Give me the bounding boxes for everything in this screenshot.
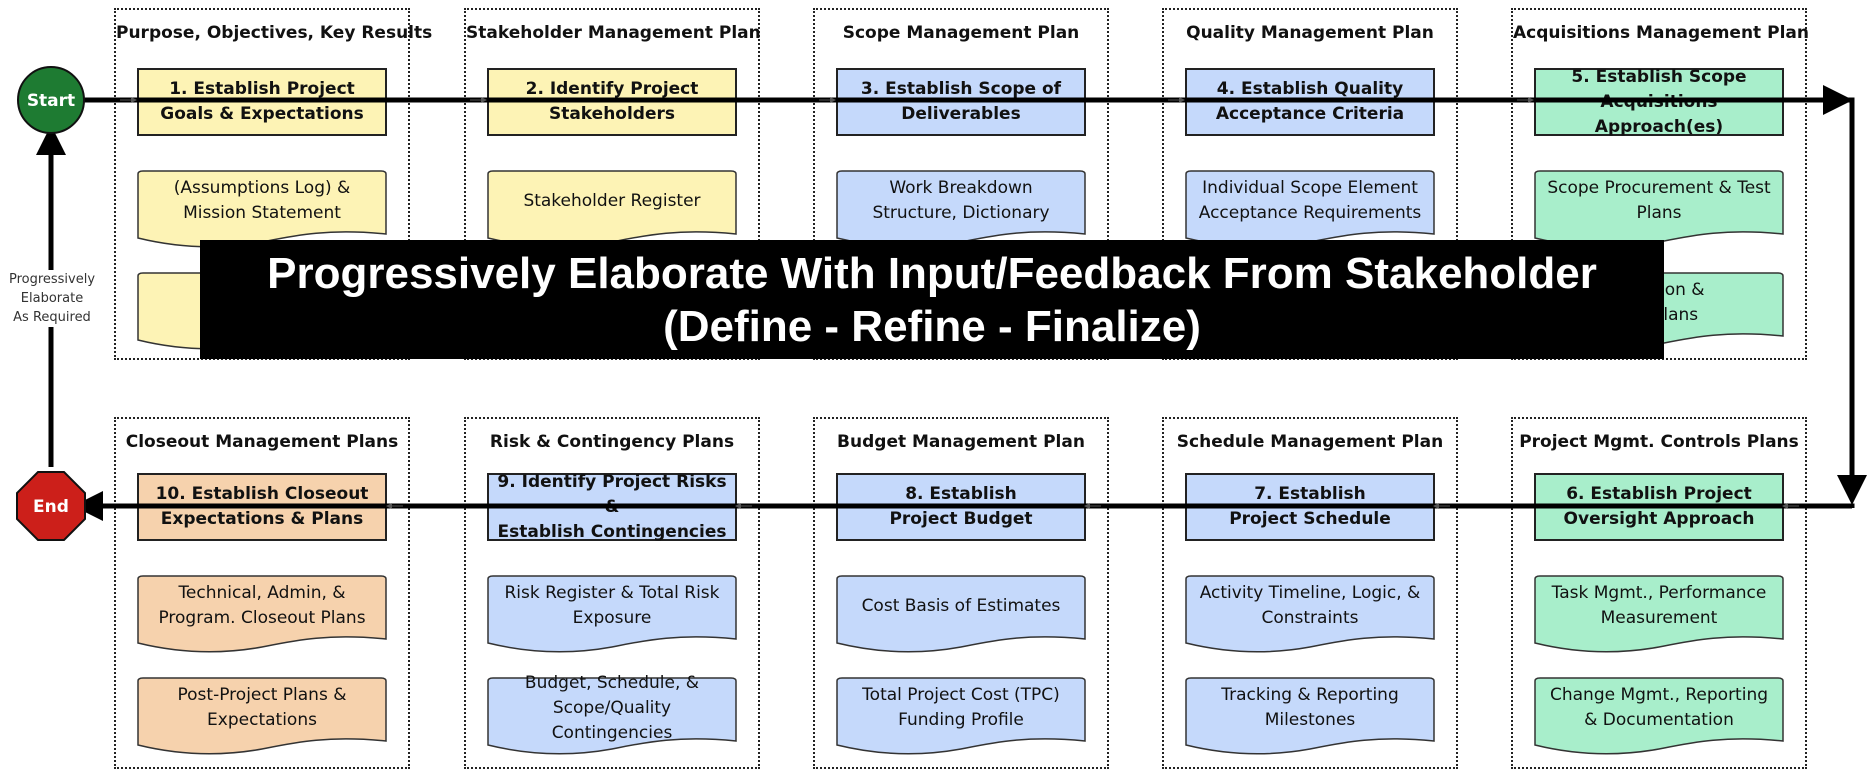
process-step-label: 7. Establish Project Schedule (1229, 484, 1391, 529)
document-icon (487, 677, 737, 755)
document-icon (1185, 575, 1435, 653)
panel-title: Budget Management Plan (837, 432, 1085, 452)
plan-panel: Risk & Contingency Plans 9. Identify Proj… (464, 417, 760, 769)
process-step-label: 2. Identify Project Stakeholders (525, 79, 699, 124)
document-label: Cost Basis of Estimates (861, 595, 1061, 616)
document-icon (836, 677, 1086, 755)
process-step-label: 6. Establish Project Oversight Approach (1563, 484, 1755, 529)
document-label: Budget, Schedule, & Scope/Quality Contin… (524, 672, 700, 743)
panel-title: Stakeholder Management Plan (466, 23, 761, 43)
banner-line-2: (Define - Refine - Finalize) (663, 301, 1201, 351)
document-shape: Cost Basis of Estimates (836, 575, 1086, 653)
document-label: Scope Procurement & Test Plans (1547, 178, 1771, 223)
panel-title: Acquisitions Management Plan (1513, 23, 1809, 43)
document-icon (1185, 677, 1435, 755)
document-shape: Budget, Schedule, & Scope/Quality Contin… (487, 672, 737, 755)
panel-title: Purpose, Objectives, Key Results (116, 23, 433, 43)
document-shape: Total Project Cost (TPC) Funding Profile (836, 677, 1086, 755)
process-step-label: 8. Establish Project Budget (889, 484, 1033, 529)
document-icon (487, 575, 737, 653)
plan-panel: Closeout Management Plans 10. Establish C… (114, 417, 410, 769)
panel-title: Project Mgmt. Controls Plans (1519, 432, 1799, 452)
document-icon (1534, 677, 1784, 755)
document-label: Tracking & Reporting Milestones (1221, 685, 1399, 730)
start-label: Start (27, 91, 75, 111)
document-label: Task Mgmt., Performance Measurement (1551, 583, 1767, 628)
document-shape: (Assumptions Log) & Mission Statement (137, 170, 387, 248)
document-label: (Assumptions Log) & Mission Statement (173, 178, 351, 223)
side-note: Progressively Elaborate As Required (2, 270, 102, 327)
end-node: End (16, 471, 86, 541)
document-label: Change Mgmt., Reporting & Documentation (1549, 685, 1769, 730)
document-label: Risk Register & Total Risk Exposure (504, 583, 720, 628)
document-shape: Technical, Admin, & Program. Closeout Pl… (137, 575, 387, 653)
document-shape: Activity Timeline, Logic, & Constraints (1185, 575, 1435, 653)
document-label: Activity Timeline, Logic, & Constraints (1199, 583, 1421, 628)
document-label: Technical, Admin, & Program. Closeout Pl… (158, 583, 366, 628)
document-shape: Post-Project Plans & Expectations (137, 677, 387, 755)
panel-title: Schedule Management Plan (1176, 432, 1444, 452)
document-shape: Risk Register & Total Risk Exposure (487, 575, 737, 653)
panel-title: Quality Management Plan (1186, 23, 1434, 43)
banner: Progressively Elaborate With Input/Feedb… (200, 240, 1664, 359)
document-shape: Stakeholder Register (487, 170, 737, 248)
start-node: Start (17, 66, 85, 134)
panel-title: Scope Management Plan (842, 23, 1080, 43)
plan-panel: Schedule Management Plan 7. Establish Pro… (1162, 417, 1458, 769)
document-label: Work Breakdown Structure, Dictionary (872, 178, 1050, 223)
end-label: End (33, 497, 69, 517)
process-step-label: 4. Establish Quality Acceptance Criteria (1215, 79, 1405, 124)
process-step-label: 9. Identify Project Risks & Establish Co… (497, 471, 727, 542)
document-label: Total Project Cost (TPC) Funding Profile (862, 685, 1060, 730)
document-shape: Individual Scope Element Acceptance Requ… (1185, 170, 1435, 248)
right-down-arrow (1837, 97, 1867, 505)
panel-title: Risk & Contingency Plans (489, 432, 735, 452)
document-label: Individual Scope Element Acceptance Requ… (1198, 178, 1422, 223)
banner-line-1: Progressively Elaborate With Input/Feedb… (267, 248, 1597, 298)
document-shape: Change Mgmt., Reporting & Documentation (1534, 677, 1784, 755)
panel-title: Closeout Management Plans (125, 432, 399, 452)
document-icon (836, 575, 1086, 653)
document-shape: Scope Procurement & Test Plans (1534, 170, 1784, 248)
document-shape: Task Mgmt., Performance Measurement (1534, 575, 1784, 653)
document-shape: Tracking & Reporting Milestones (1185, 677, 1435, 755)
process-step-label: 10. Establish Closeout Expectations & Pl… (155, 484, 369, 529)
document-shape: Work Breakdown Structure, Dictionary (836, 170, 1086, 248)
process-step-label: 3. Establish Scope of Deliverables (860, 79, 1062, 124)
document-label: Post-Project Plans & Expectations (177, 685, 347, 730)
document-icon (137, 677, 387, 755)
process-step-label: 1. Establish Project Goals & Expectation… (160, 79, 364, 124)
document-label: Stakeholder Register (523, 190, 701, 211)
document-icon (1534, 575, 1784, 653)
bottom-flow-arrow (73, 491, 1855, 521)
document-icon (137, 575, 387, 653)
